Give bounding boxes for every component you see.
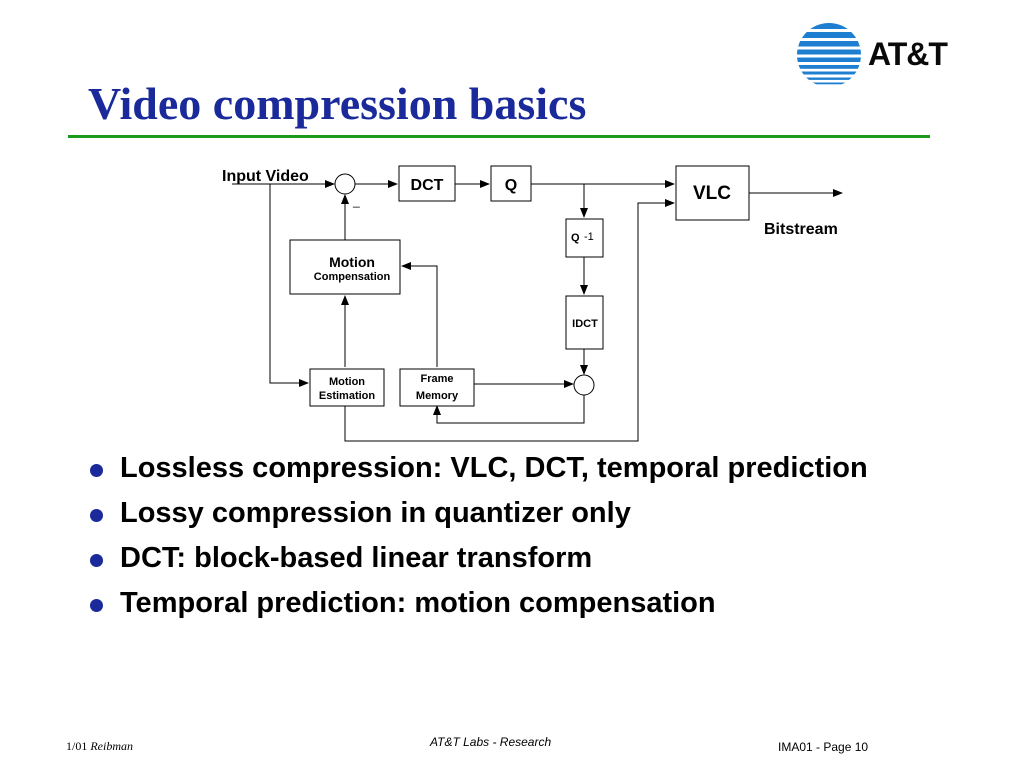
motion-compensation-block: [289, 239, 401, 295]
frame-memory-line1: Frame: [420, 373, 453, 385]
bullet-dot-icon: [90, 554, 103, 567]
motion-estimation-line1: Motion: [329, 376, 365, 388]
quantizer-block: [490, 165, 532, 202]
dct-label: DCT: [411, 177, 444, 194]
input-video-label: Input Video: [222, 168, 309, 185]
vlc-block: [675, 165, 750, 221]
minus-sign: _: [352, 194, 360, 208]
vlc-label: VLC: [693, 183, 731, 204]
dct-block: [398, 165, 456, 202]
frame-memory-block: [399, 368, 475, 407]
logo-wordmark: AT&T: [868, 36, 948, 72]
motion-compensation-line1: Motion: [329, 254, 375, 270]
frame-memory-line2: Memory: [416, 390, 459, 402]
adder-junction: [573, 374, 595, 396]
bullet-list: Lossless compression: VLC, DCT, temporal…: [88, 452, 948, 632]
bullet-text: Lossy compression in quantizer only: [120, 497, 631, 529]
title-divider: [68, 135, 930, 138]
bullet-item: Lossless compression: VLC, DCT, temporal…: [88, 452, 948, 485]
footer-page-number: IMA01 - Page 10: [778, 740, 869, 754]
qinv-label: Q: [571, 232, 580, 244]
video-encoder-block-diagram: Input Video _ DCT Q VLC Bitstream Q -1 I…: [222, 165, 843, 442]
footer-date: 1/01: [66, 739, 88, 753]
bullet-text: DCT: block-based linear transform: [120, 542, 593, 574]
qinv-superscript: -1: [584, 231, 594, 243]
footer-author: Reibman: [90, 739, 133, 753]
att-globe-logo-icon: [797, 23, 861, 85]
inverse-quantizer-block: [565, 218, 604, 258]
q-label: Q: [505, 177, 517, 194]
bitstream-label: Bitstream: [764, 221, 838, 238]
motion-estimation-line2: Estimation: [319, 390, 376, 402]
bullet-item: Temporal prediction: motion compensation: [88, 587, 948, 620]
bullet-dot-icon: [90, 464, 103, 477]
idct-label: IDCT: [572, 318, 598, 330]
motion-estimation-block: [309, 368, 385, 407]
bullet-text: Temporal prediction: motion compensation: [120, 587, 716, 619]
idct-block: [565, 295, 604, 350]
bullet-dot-icon: [90, 509, 103, 522]
bullet-text: Lossless compression: VLC, DCT, temporal…: [120, 452, 868, 484]
footer-center: AT&T Labs - Research: [430, 735, 552, 749]
bullet-item: DCT: block-based linear transform: [88, 542, 948, 575]
page-title: Video compression basics: [88, 78, 587, 129]
motion-compensation-line2: Compensation: [314, 271, 391, 283]
subtractor-junction: [334, 173, 356, 195]
footer-left: 1/01 Reibman: [66, 739, 133, 753]
bullet-item: Lossy compression in quantizer only: [88, 497, 948, 530]
bullet-dot-icon: [90, 599, 103, 612]
